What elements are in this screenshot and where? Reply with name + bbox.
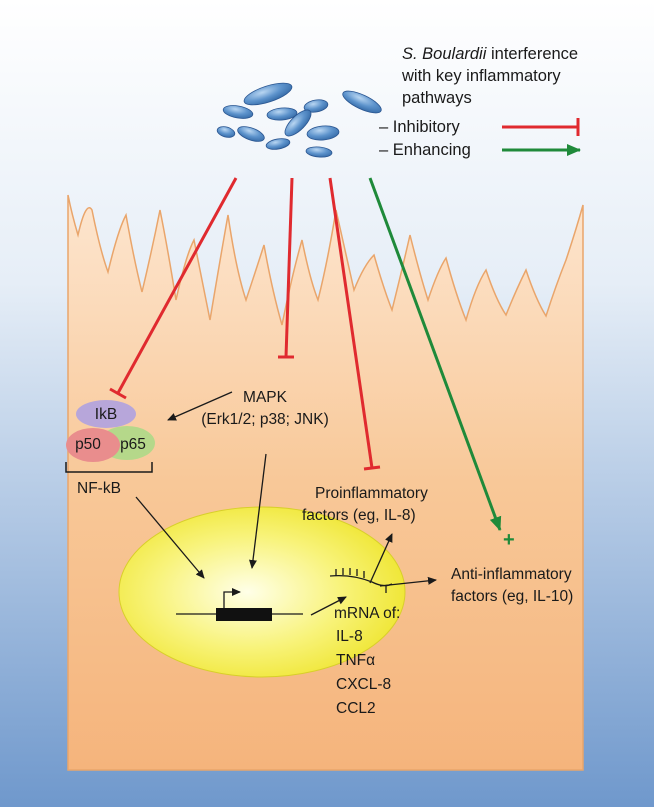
proinflammatory-label: Proinflammatory [315,485,428,502]
yeast-cell [284,109,312,137]
p50-label: p50 [75,436,101,453]
nfkb-to-nucleus-arrow [135,496,205,579]
mrna-strand [329,568,393,593]
mapk-to-nfkb-arrow [167,391,233,421]
yeast-cluster [216,82,382,158]
mrna-to-proinflammatory-arrow [369,533,393,584]
promoter-arrow [223,588,241,608]
antiinflammatory-example-label: factors (eg, IL-10) [451,588,573,605]
yeast-cell [305,146,333,158]
inhibit-nfkb-bar [109,387,127,400]
nfkb-label: NF-kB [77,480,121,497]
inhibitory-pathways [109,177,381,471]
inhibit-proinflammatory-line [328,177,374,469]
inhibit-mapk-line [284,177,294,358]
mapk-to-nucleus-arrow [249,453,267,569]
yeast-cell [216,126,236,138]
proinflammatory-example-label: factors (eg, IL-8) [302,507,416,524]
gene-to-mrna-arrow [310,596,347,616]
antiinflammatory-label: Anti-inflammatory [451,566,572,583]
yeast-cell [342,90,382,114]
nucleus [118,506,406,678]
nfkb-bracket [65,462,153,473]
inhibit-proinflammatory-bar [363,465,381,471]
mrna-curve [329,574,393,587]
yeast-cell [265,138,291,150]
mrna-item: CCL2 [336,700,376,717]
p50-protein [66,428,120,462]
legend-title-line1: S. Boulardii interference [402,45,578,63]
legend-inhibitory-label: – Inhibitory [379,118,460,136]
yeast-cell [237,126,265,142]
enhance-antiinflammatory-arrow [368,177,502,531]
mrna-item: CXCL-8 [336,676,391,693]
plus-sign: + [503,529,515,551]
legend-title-line2: with key inflammatory [401,67,561,85]
nfkb-complex: IkB p50 p65 NF-kB [65,400,155,497]
ikb-label: IkB [95,406,117,423]
yeast-cell [303,99,329,113]
yeast-cell [266,107,298,121]
inhibit-nfkb-line [116,177,238,394]
ikb-protein [76,400,136,428]
mapk-label: MAPK [243,389,288,406]
gene-box [216,608,272,621]
legend-title-line3: pathways [402,89,472,107]
yeast-cell [222,105,254,119]
mapk-subtypes-label: (Erk1/2; p38; JNK) [201,411,329,428]
legend-enhancing-label: – Enhancing [379,141,471,159]
gene [176,588,303,621]
yeast-cell [306,125,340,141]
yeast-cell [243,82,293,106]
mrna-header: mRNA of: [334,605,400,622]
mrna-item: IL-8 [336,628,363,645]
p65-label: p65 [120,436,146,453]
legend: S. Boulardii interference with key infla… [379,45,581,159]
mrna-item: TNFα [336,652,375,669]
